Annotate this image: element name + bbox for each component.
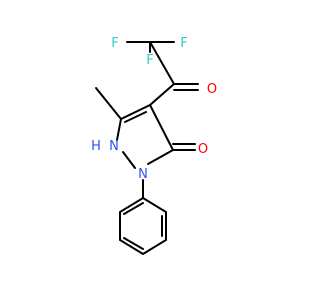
atom-n1: N xyxy=(109,139,119,154)
bond-c5-c4 xyxy=(149,104,174,151)
phenyl-double-3 xyxy=(123,202,144,215)
bond-cf3-carbonyl xyxy=(149,41,175,85)
atom-n2: N xyxy=(138,167,148,182)
atom-labels: F F F O O H N N xyxy=(91,36,217,182)
bond-c4-c3-inner xyxy=(124,111,147,123)
bond-c4-c3 xyxy=(120,104,151,120)
atom-f2: F xyxy=(180,36,187,51)
atom-f3: F xyxy=(146,53,153,68)
bond-carbonyl-c4 xyxy=(149,83,175,106)
bond-n1-n2 xyxy=(122,151,136,169)
bond-c3-n1 xyxy=(116,118,122,141)
bond-n2-c5 xyxy=(147,149,174,165)
phenyl-double-2 xyxy=(123,237,144,250)
bonds xyxy=(95,41,199,256)
atom-f1: F xyxy=(111,36,118,51)
molecule-svg: F F F O O H N N xyxy=(91,36,218,256)
atom-h: H xyxy=(91,139,101,154)
atom-o-acyl: O xyxy=(207,82,217,97)
atom-o-ring: O xyxy=(198,142,208,157)
structure-diagram: F F F O O H N N xyxy=(91,36,218,256)
phenyl-ring xyxy=(119,196,167,256)
bond-c3-methyl xyxy=(95,87,122,120)
